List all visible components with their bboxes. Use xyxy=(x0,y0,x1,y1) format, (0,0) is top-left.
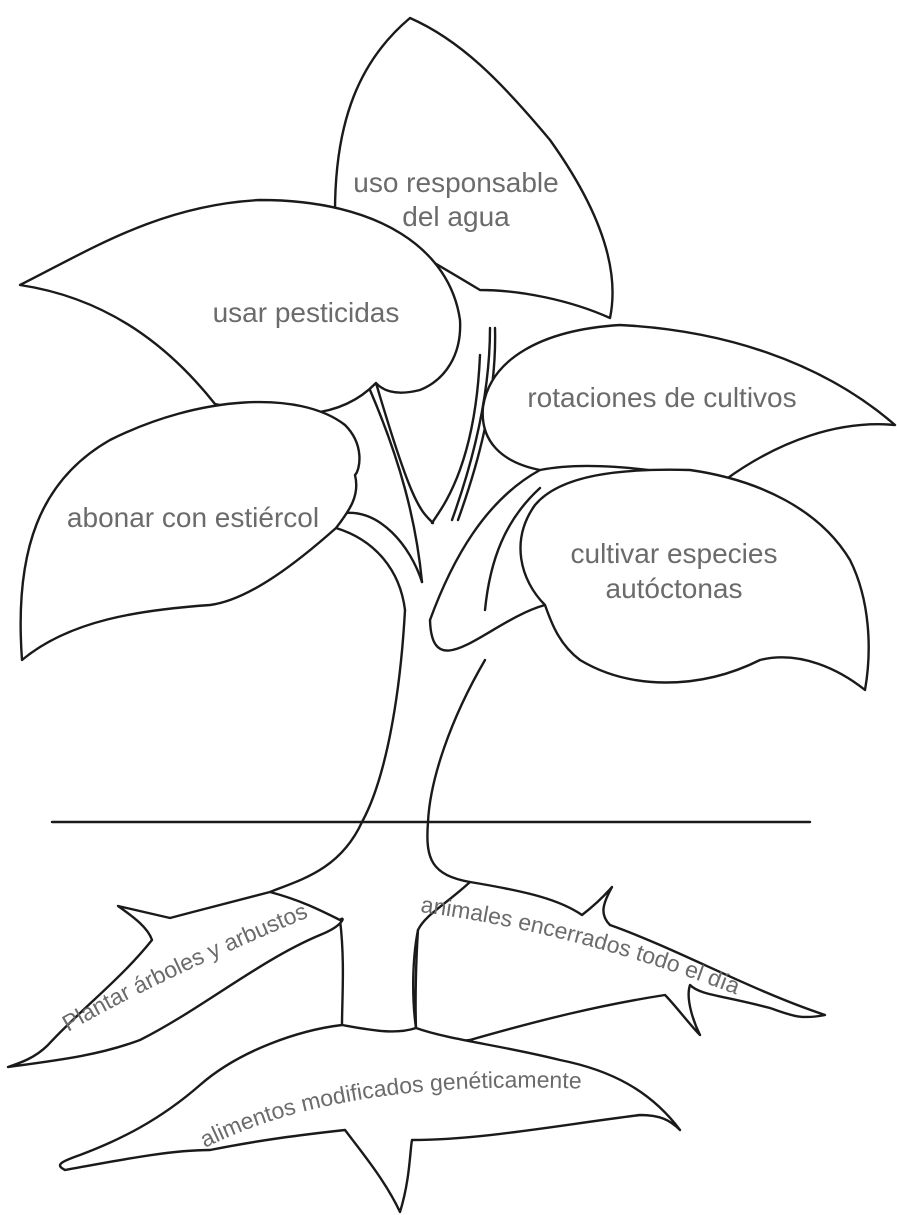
leaf-pesticides: usar pesticidas xyxy=(20,200,460,414)
leaf-water-line-2: del agua xyxy=(402,201,510,232)
leaf-native-line-1: cultivar especies xyxy=(571,538,778,569)
leaf-rotation: rotaciones de cultivos xyxy=(483,325,895,480)
leaf-native: cultivar especies autóctonas xyxy=(521,470,869,690)
root-gmo: alimentos modificados genéticamente xyxy=(60,1025,680,1212)
leaf-pesticides-line-1: usar pesticidas xyxy=(213,297,400,328)
leaf-rotation-line-1: rotaciones de cultivos xyxy=(527,382,796,413)
leaf-manure: abonar con estiércol xyxy=(21,402,360,660)
leaf-manure-line-1: abonar con estiércol xyxy=(67,502,319,533)
leaf-native-line-2: autóctonas xyxy=(606,573,743,604)
root-animals: animales encerrados todo el día xyxy=(416,882,825,1041)
leaf-water-line-1: uso responsable xyxy=(353,167,558,198)
